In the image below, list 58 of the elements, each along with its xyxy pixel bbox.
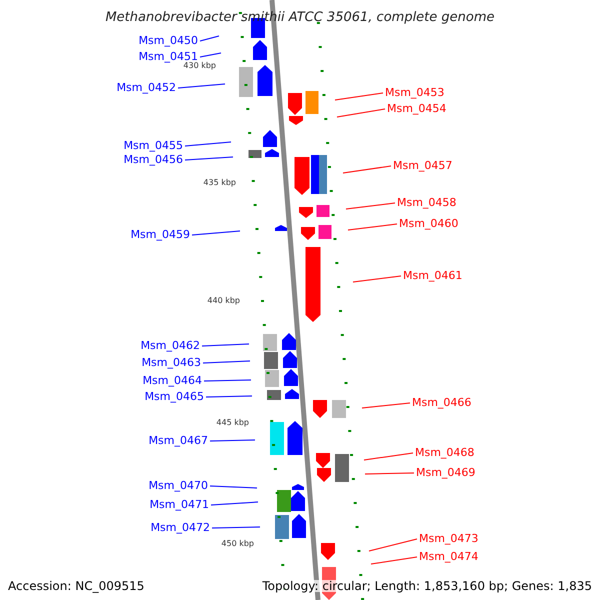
gene-label: Msm_0469 <box>416 467 476 478</box>
scale-label: 450 kbp <box>221 540 254 548</box>
leader-line <box>210 440 256 442</box>
leader-line <box>348 224 398 230</box>
gene-label: Msm_0461 <box>403 270 462 281</box>
gene-label: Msm_0462 <box>140 340 200 351</box>
leader-line <box>370 556 418 564</box>
leader-line <box>364 472 414 474</box>
gene-label: Msm_0471 <box>150 499 209 510</box>
gene-label: Msm_0472 <box>150 522 210 533</box>
gene-label: Msm_0464 <box>142 375 202 386</box>
gene-label: Msm_0451 <box>138 51 198 62</box>
gene-label: Msm_0460 <box>399 218 458 229</box>
leader-line <box>346 202 396 210</box>
leader-line <box>368 538 418 552</box>
leader-line <box>362 402 410 408</box>
scale-label: 445 kbp <box>216 419 249 427</box>
scale-label: 440 kbp <box>207 297 240 305</box>
leader-line <box>336 108 386 118</box>
gene-label: Msm_0465 <box>144 391 204 402</box>
leader-line <box>352 276 402 282</box>
gene-label: Msm_0456 <box>124 154 183 165</box>
leader-line <box>210 486 258 488</box>
gene-label: Msm_0473 <box>419 533 478 544</box>
gene-label: Msm_0453 <box>385 87 444 98</box>
leader-line <box>200 52 222 58</box>
leader-line <box>206 396 252 398</box>
gene-label: Msm_0457 <box>393 160 452 171</box>
title: Methanobrevibacter smithii ATCC 35061, complete genome <box>104 11 496 24</box>
leader-line <box>200 36 220 42</box>
gene-label: Msm_0467 <box>148 435 208 446</box>
gene-label: Msm_0452 <box>116 82 176 93</box>
leader-line <box>178 84 226 88</box>
leader-line <box>342 166 392 174</box>
scale-label: 435 kbp <box>203 179 236 187</box>
gene-label: Msm_0463 <box>142 357 201 368</box>
leader-line <box>204 380 252 382</box>
gene-label: Msm_0458 <box>397 197 456 208</box>
leader-line <box>184 156 234 160</box>
leader-line <box>202 360 250 364</box>
gene-label: Msm_0455 <box>124 140 183 151</box>
footer-text: Accession: NC_009515 <box>8 580 144 592</box>
gene-label: Msm_0454 <box>387 103 446 114</box>
leader-line <box>202 344 250 346</box>
leader-line <box>334 92 384 100</box>
leader-line <box>364 452 414 460</box>
footer-text: Topology: circular; Length: 1,853,160 bp; Genes: 1,835 <box>262 580 592 592</box>
scale-label: 430 kbp <box>183 62 216 70</box>
gene-label: Msm_0466 <box>412 397 472 408</box>
gene-label: Msm_0470 <box>148 480 208 491</box>
gene-label: Msm_0468 <box>415 447 474 458</box>
leader-line <box>192 230 240 236</box>
leader-line <box>184 142 232 146</box>
gene-label: Msm_0474 <box>419 551 478 562</box>
leader-line <box>212 526 260 528</box>
leader-line <box>210 502 258 506</box>
gene-label: Msm_0459 <box>130 229 190 240</box>
gene-label: Msm_0450 <box>138 35 198 46</box>
